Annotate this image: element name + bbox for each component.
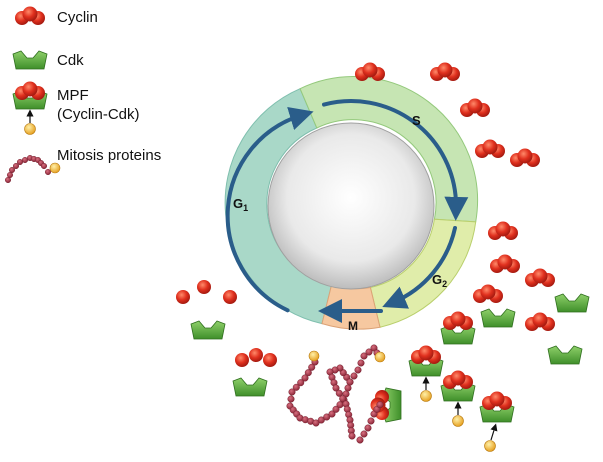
- legend-cdk-icon: [12, 50, 48, 70]
- cyclin-molecule: [490, 254, 520, 273]
- legend-cyclin-icon: [15, 6, 45, 25]
- mitosis-protein-bead: [292, 383, 300, 391]
- phase-label-g1: G1: [233, 196, 248, 213]
- cdk-molecule: [554, 293, 590, 313]
- legend-mpf-sublabel: (Cyclin-Cdk): [57, 106, 140, 123]
- cdk-molecule: [480, 308, 516, 328]
- mitosis-protein-bead: [360, 430, 368, 438]
- mitosis-protein-bead: [356, 436, 364, 444]
- mitosis-protein-bead: [357, 359, 365, 367]
- mitosis-protein-bead: [6, 171, 13, 178]
- cdk-molecule: [232, 377, 268, 397]
- mitosis-protein-bead: [335, 389, 343, 397]
- mitosis-protein-bead: [339, 395, 347, 403]
- cyclin-molecule: [473, 284, 503, 303]
- mitosis-protein-bead: [344, 384, 352, 392]
- cyclin-fragment: [235, 353, 249, 367]
- mitosis-protein-bead: [312, 419, 320, 427]
- cdk-molecule: [190, 320, 226, 340]
- cyclin-molecule: [430, 62, 460, 81]
- mitosis-protein-chain: [286, 344, 386, 444]
- phosphate-group: [49, 162, 61, 174]
- legend-mitosis-proteins-icon: [4, 154, 61, 183]
- mitosis-protein-bead: [308, 363, 316, 371]
- mitosis-protein-bead: [360, 352, 368, 360]
- phosphate-group: [308, 350, 320, 362]
- mitosis-protein-bead: [297, 379, 305, 387]
- phase-label-s: S: [412, 113, 421, 128]
- legend-icons: [4, 6, 61, 183]
- mitosis-protein-bead: [45, 168, 52, 175]
- mitosis-protein-bead: [317, 416, 325, 424]
- mitosis-protein-bead: [332, 384, 340, 392]
- mitosis-protein-bead: [364, 424, 372, 432]
- phase-label-g2: G2: [432, 272, 447, 289]
- arrow-g1: [225, 107, 314, 313]
- mitosis-protein-bead: [288, 388, 296, 396]
- cyclin-molecule: [510, 148, 540, 167]
- phase-label-m: M: [348, 319, 358, 333]
- cyclin-molecule: [525, 268, 555, 287]
- cycle-arrows: [225, 99, 469, 323]
- legend-mpf-icon: [12, 81, 48, 135]
- degraded-cyclins: [176, 280, 277, 367]
- mitosis-protein-bead: [332, 405, 340, 413]
- mitosis-protein-bead: [12, 162, 19, 169]
- mitosis-protein-bead: [304, 369, 312, 377]
- mitosis-protein-bead: [328, 410, 336, 418]
- nucleus: [267, 122, 435, 290]
- cyclin-fragment: [263, 353, 277, 367]
- arrow-g2: [382, 226, 457, 309]
- cyclin-molecule: [525, 312, 555, 331]
- mitosis-protein-bead: [17, 158, 24, 165]
- phase-label-g2-sub: 2: [442, 279, 447, 289]
- legend-mpf-label: MPF: [57, 87, 89, 104]
- cell-cycle-ring: [224, 76, 479, 330]
- mitosis-protein-bead: [354, 366, 362, 374]
- mitosis-protein-bead: [376, 401, 384, 409]
- arrow-s: [322, 99, 469, 221]
- mitosis-protein-bead: [22, 156, 29, 163]
- phase-label-g1-main: G: [233, 196, 243, 211]
- legend-cdk-label: Cdk: [57, 52, 84, 69]
- mitosis-protein-bead: [4, 176, 11, 183]
- cyclin-molecule: [488, 221, 518, 240]
- mitosis-protein-bead: [365, 348, 373, 356]
- mitosis-protein-bead: [367, 417, 375, 425]
- mitosis-protein-bead: [348, 432, 356, 440]
- mitosis-protein-bead: [301, 374, 309, 382]
- mitosis-protein-bead: [8, 166, 15, 173]
- legend-cyclin-label: Cyclin: [57, 9, 98, 26]
- mpf-complex: [440, 370, 476, 427]
- legend-mitosis-proteins-label: Mitosis proteins: [57, 147, 162, 164]
- cyclin-fragment: [223, 290, 237, 304]
- mitosis-protein-bead: [41, 162, 48, 169]
- mitosis-protein-bead: [323, 413, 331, 421]
- phase-label-g2-main: G: [432, 272, 442, 287]
- mpf-complex: [408, 345, 444, 402]
- mitosis-protein-bead: [346, 378, 354, 386]
- cyclin-molecule: [460, 98, 490, 117]
- cdk-molecule: [547, 345, 583, 365]
- cyclin-fragment: [249, 348, 263, 362]
- phosphate-group: [374, 351, 386, 363]
- mitosis-protein-bead: [287, 395, 295, 403]
- cyclin-molecule: [475, 139, 505, 158]
- cyclin-fragment: [197, 280, 211, 294]
- mpf-complex: [440, 311, 476, 345]
- mpf-complex: [479, 391, 515, 452]
- cyclin-fragment: [176, 290, 190, 304]
- mpf-complexes: [370, 311, 515, 452]
- phase-label-g1-sub: 1: [243, 203, 248, 213]
- mitosis-protein-bead: [350, 372, 358, 380]
